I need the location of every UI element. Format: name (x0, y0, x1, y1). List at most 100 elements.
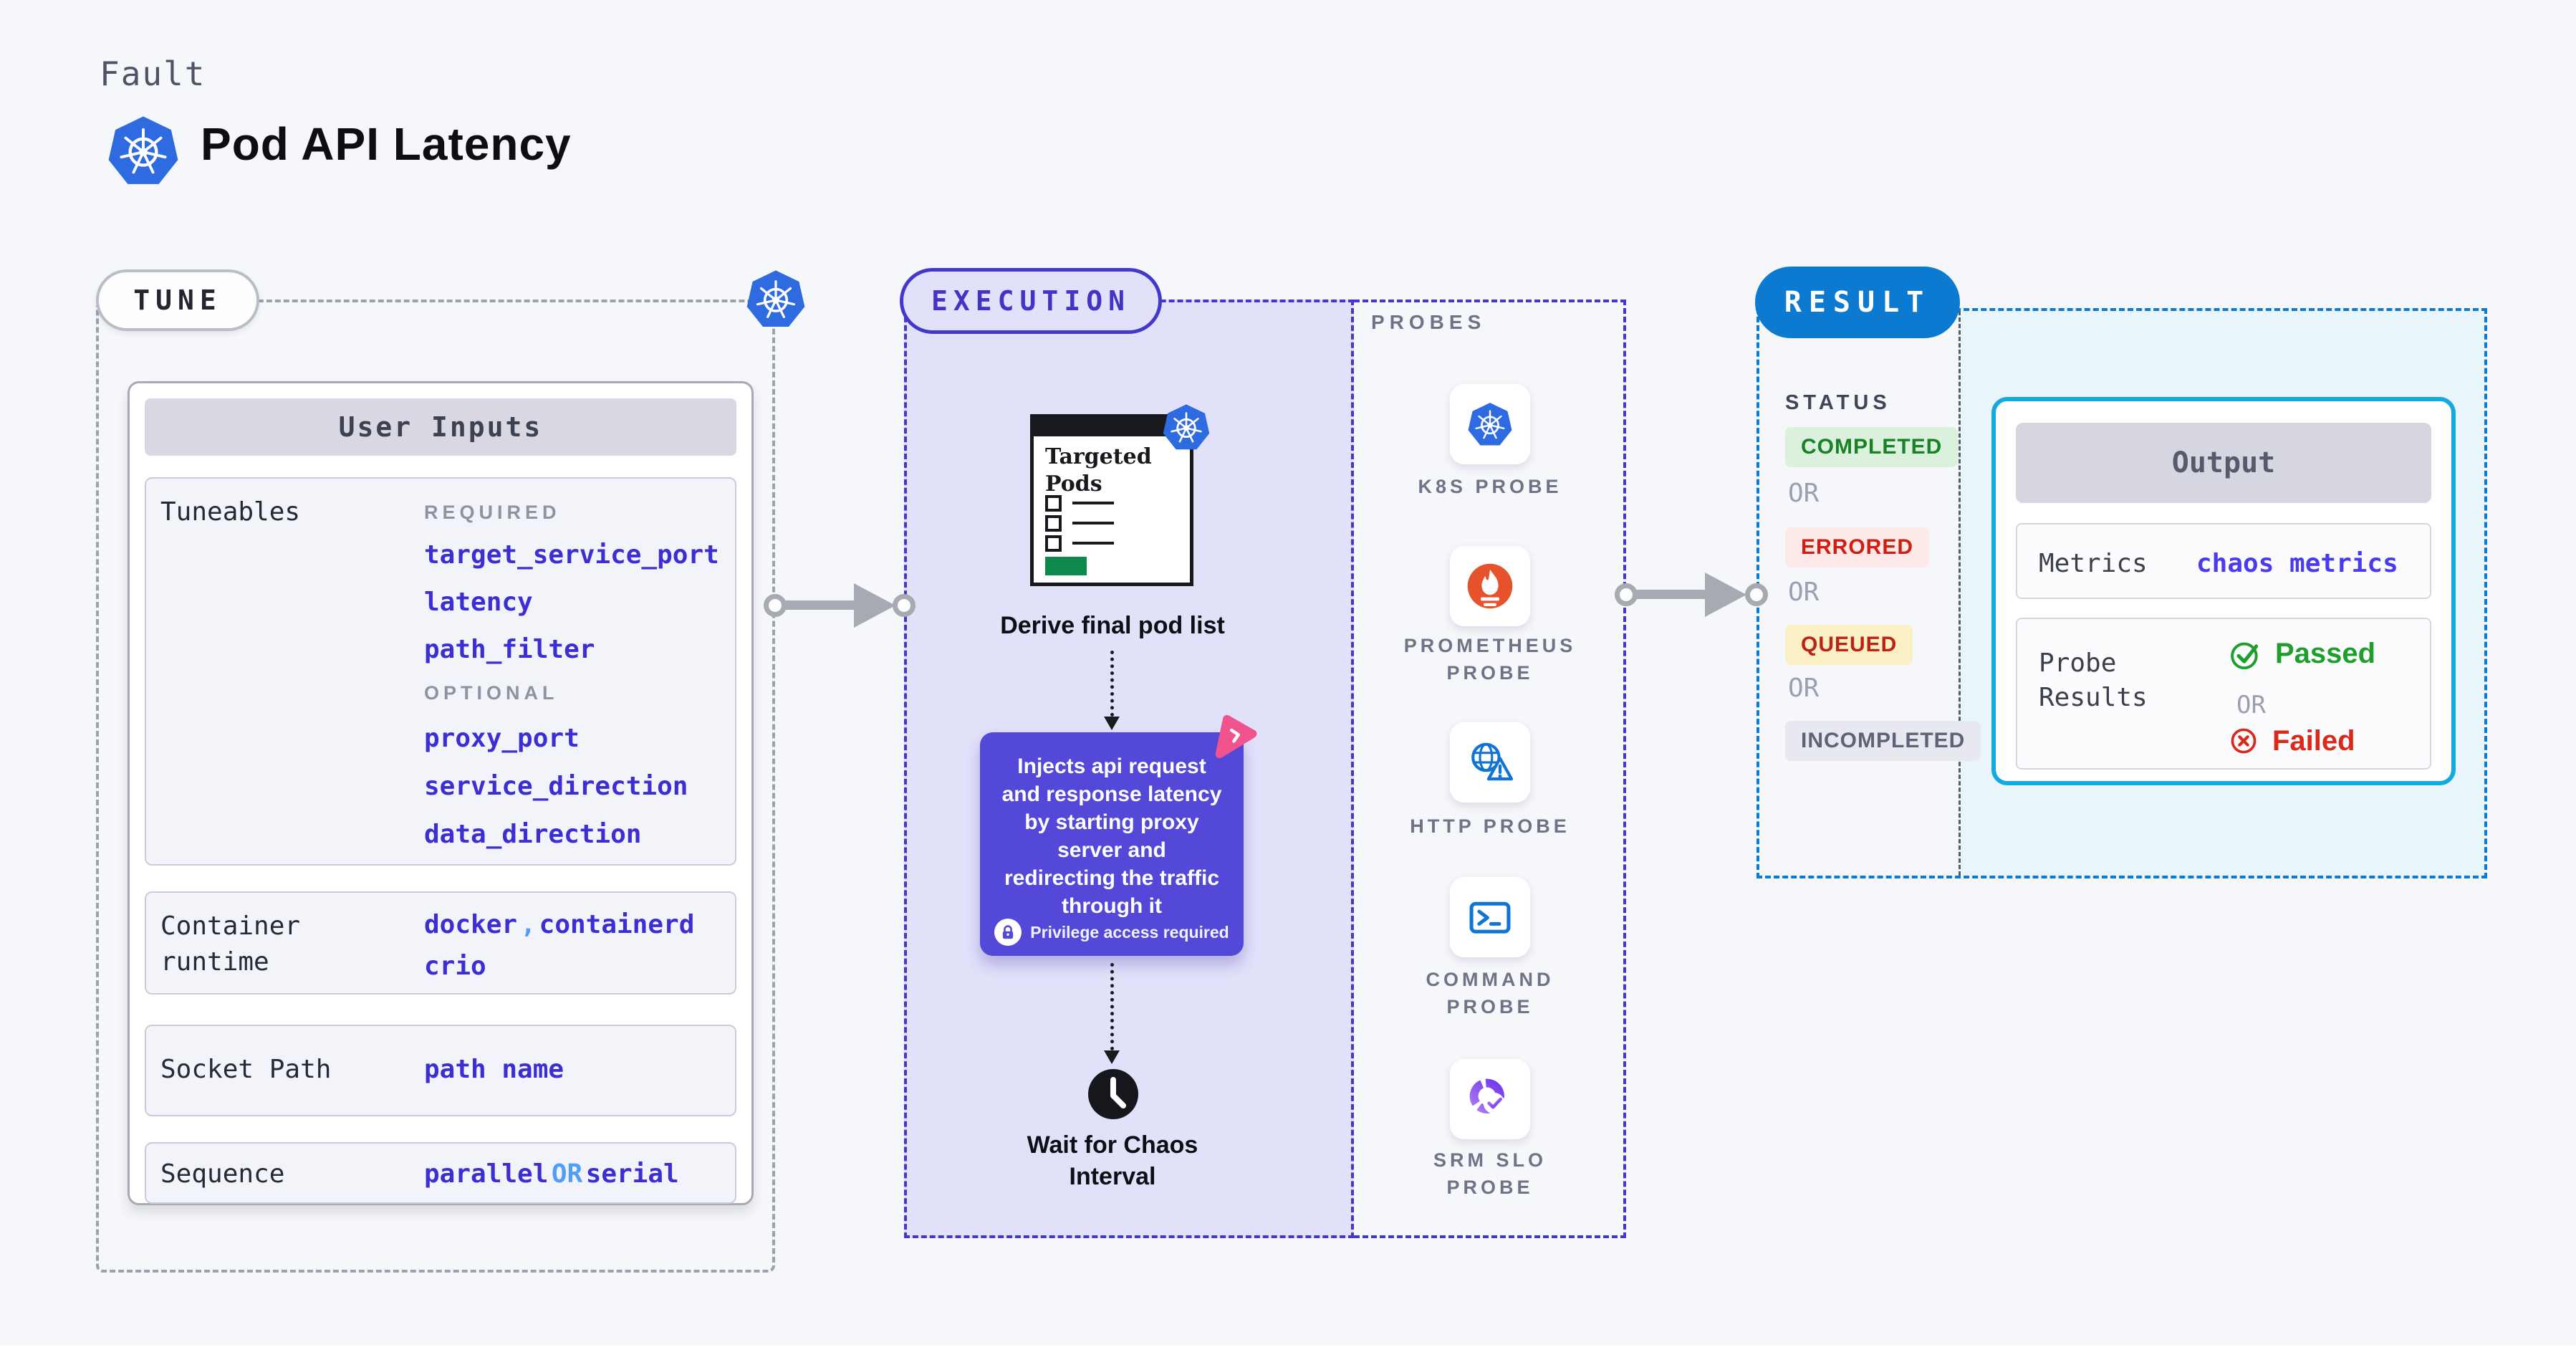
status-label: STATUS (1785, 391, 1891, 414)
socket-path-box (145, 1025, 736, 1116)
slo-donut-check-icon (1465, 1074, 1515, 1124)
optional-label: OPTIONAL (424, 682, 559, 704)
fault-kicker: Fault (100, 54, 206, 93)
metrics-label: Metrics (2039, 549, 2148, 578)
arrow-endpoint-circle (764, 594, 787, 617)
connector-arrow-down (1104, 717, 1120, 730)
targeted-pods-title: Targeted Pods (1045, 444, 1152, 497)
sequence-or: OR (551, 1159, 583, 1189)
arrow-endpoint-circle (893, 594, 915, 617)
user-inputs-title: User Inputs (145, 398, 736, 456)
arrow-endpoint-circle (1745, 583, 1768, 606)
kubernetes-icon (1160, 400, 1212, 454)
arrow-execution-to-result (1636, 590, 1711, 599)
wait-chaos-interval-caption: Wait for Chaos Interval (1027, 1131, 1198, 1190)
result-section-label: RESULT (1755, 267, 1960, 338)
arrow-endpoint-circle (1615, 583, 1638, 606)
or-separator: OR (1788, 674, 1820, 703)
required-label: REQUIRED (424, 502, 561, 523)
kubernetes-icon (1466, 400, 1514, 449)
tuneable-required-item: latency (424, 588, 533, 617)
sequence-parallel: parallel (424, 1159, 549, 1189)
metrics-value: chaos metrics (2196, 549, 2398, 578)
passed-label: Passed (2275, 637, 2376, 669)
sequence-label: Sequence (160, 1159, 285, 1189)
tune-section-box (96, 300, 775, 1273)
inject-description-text: Injects api request and response latency… (1001, 755, 1222, 918)
failed-label: Failed (2272, 724, 2355, 757)
tuneable-optional-item: data_direction (424, 820, 642, 849)
status-badge-incompleted: INCOMPLETED (1785, 721, 1981, 761)
http-probe-card (1450, 722, 1530, 803)
pod-checkbox (1045, 515, 1062, 532)
k8s-probe-card (1450, 384, 1530, 464)
status-badge-completed: COMPLETED (1785, 427, 1959, 467)
status-badge-queued: QUEUED (1785, 625, 1913, 665)
output-title: Output (2016, 423, 2431, 503)
srm-slo-probe-card (1450, 1059, 1530, 1139)
sequence-box (145, 1142, 736, 1204)
tune-section-label: TUNE (96, 269, 259, 331)
connector-dotted-line (1110, 651, 1114, 717)
privilege-note-row: Privilege access required (980, 919, 1244, 946)
container-runtime-box (145, 891, 736, 995)
tuneable-required-item: target_service_port (424, 540, 719, 570)
passed-line: Passed (2225, 633, 2375, 674)
or-separator: OR (1788, 479, 1820, 508)
connector-dotted-line (1110, 963, 1114, 1050)
kubernetes-icon (105, 110, 182, 191)
prometheus-probe-card (1450, 546, 1530, 626)
or-separator: OR (2236, 691, 2266, 719)
tuneables-label: Tuneables (160, 497, 301, 527)
status-badge-errored: ERRORED (1785, 527, 1930, 567)
container-runtime-values: docker , containerd (424, 910, 694, 939)
prometheus-icon (1466, 562, 1514, 610)
http-globe-warning-icon (1465, 737, 1515, 787)
probe-results-label: Probe Results (2039, 648, 2148, 712)
privilege-note: Privilege access required (1030, 922, 1229, 942)
failed-line: Failed (2225, 722, 2355, 760)
terminal-icon (1464, 891, 1516, 943)
runtime-containerd: containerd (539, 910, 695, 939)
arrow-head (854, 583, 895, 628)
probe-name: K8S PROBE (1418, 476, 1562, 497)
container-runtime-label: Container runtime (160, 911, 301, 977)
output-card: Output Metrics chaos metrics Probe Resul… (1991, 397, 2456, 785)
pod-checkbox (1045, 495, 1062, 512)
bottom-strip (0, 1346, 2576, 1365)
tuneable-optional-item: service_direction (424, 772, 688, 801)
tuneable-required-item: path_filter (424, 635, 595, 664)
green-bar (1045, 557, 1087, 575)
sequence-serial: serial (585, 1159, 679, 1189)
probe-name: COMMAND PROBE (1426, 969, 1554, 1017)
probe-results-row: Probe Results Passed OR Failed (2016, 618, 2431, 770)
pod-line (1072, 502, 1114, 504)
runtime-crio: crio (424, 952, 486, 981)
page-title: Pod API Latency (201, 118, 572, 170)
probe-name: SRM SLO PROBE (1433, 1149, 1547, 1198)
arrow-tune-to-execution (785, 600, 858, 610)
probe-name: PROMETHEUS PROBE (1403, 635, 1577, 684)
x-circle-icon (2225, 722, 2262, 760)
execution-section-label: EXECUTION (900, 268, 1162, 334)
or-separator: OR (1788, 578, 1820, 607)
command-probe-card (1450, 877, 1530, 957)
targeted-pods-card: Targeted Pods (1030, 414, 1193, 586)
check-circle-icon (2225, 633, 2265, 674)
probes-label: PROBES (1371, 311, 1486, 333)
clock-icon (1087, 1068, 1140, 1121)
runtime-docker: docker (424, 910, 518, 939)
arrow-head (1705, 573, 1746, 617)
chaos-marker-icon (1211, 714, 1258, 760)
inject-description-card: Injects api request and response latency… (980, 732, 1244, 956)
pod-checkbox (1045, 535, 1062, 552)
socket-path-value: path name (424, 1055, 564, 1084)
metrics-row: Metrics chaos metrics (2016, 523, 2431, 599)
connector-arrow-down (1104, 1050, 1120, 1064)
probe-name: HTTP PROBE (1410, 815, 1570, 837)
tuneable-optional-item: proxy_port (424, 724, 580, 753)
derive-pod-list-caption: Derive final pod list (1000, 612, 1225, 639)
tuneables-box (145, 477, 736, 866)
runtime-separator: , (520, 910, 537, 939)
